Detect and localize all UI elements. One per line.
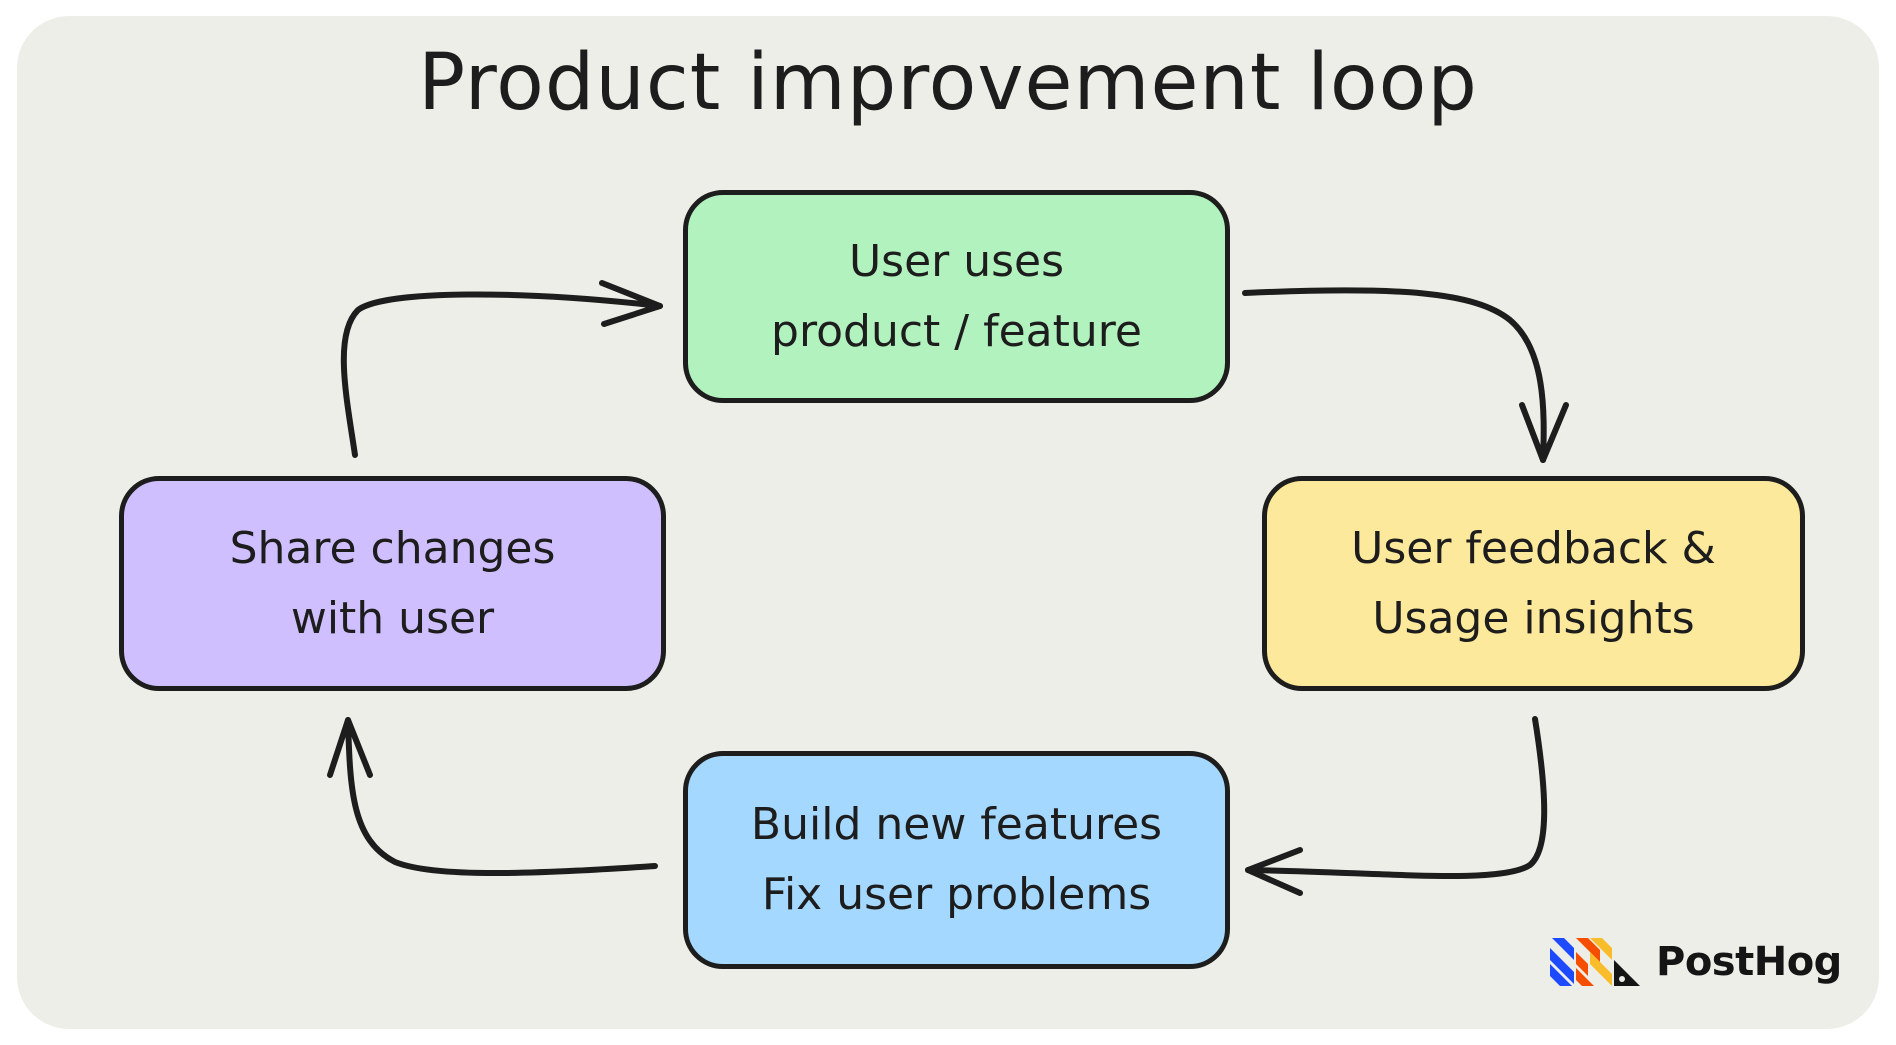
node-label-line: User feedback & bbox=[1351, 522, 1716, 574]
node-label-line: with user bbox=[290, 592, 495, 644]
node-label-line: Share changes bbox=[229, 522, 556, 574]
node-label-line: Fix user problems bbox=[761, 869, 1152, 920]
posthog-hedgehog-icon bbox=[1550, 938, 1640, 986]
posthog-wordmark: PostHog bbox=[1656, 939, 1842, 985]
node-build-features: Build new features Fix user problems bbox=[683, 751, 1230, 969]
node-label-line: Build new features bbox=[750, 799, 1163, 850]
node-user-uses-product: User uses product / feature bbox=[683, 190, 1230, 403]
node-label-line: User uses bbox=[848, 235, 1065, 287]
posthog-logo: PostHog bbox=[1550, 934, 1842, 990]
node-label-line: product / feature bbox=[771, 305, 1142, 357]
node-share-changes: Share changes with user bbox=[119, 476, 666, 691]
diagram-title: Product improvement loop bbox=[418, 38, 1478, 128]
node-label-line: Usage insights bbox=[1372, 592, 1695, 644]
node-user-feedback: User feedback & Usage insights bbox=[1262, 476, 1805, 691]
